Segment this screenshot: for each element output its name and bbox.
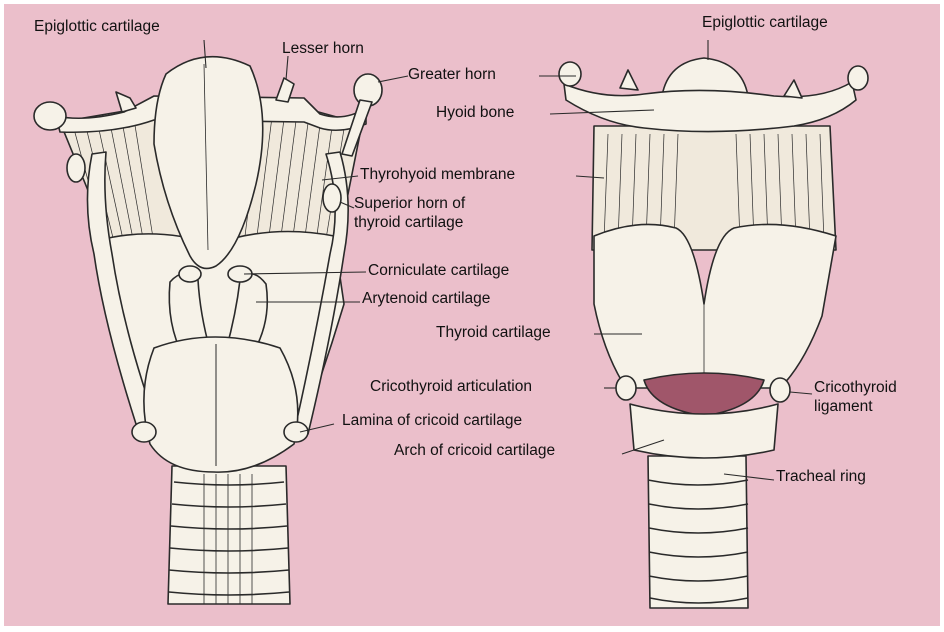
- anterior-greater-horn-left: [559, 62, 581, 86]
- label-thyrohyoid-membrane: Thyrohyoid membrane: [360, 166, 515, 184]
- label-arch-of-cricoid: Arch of cricoid cartilage: [394, 442, 555, 460]
- label-cricothyroid-ligament-line1: Cricothyroid: [814, 378, 897, 397]
- label-cricothyroid-ligament: Cricothyroid ligament: [814, 378, 897, 416]
- label-cricothyroid-ligament-line2: ligament: [814, 397, 897, 416]
- cricoid-lamina: [144, 337, 298, 472]
- cricothyroid-articulation-left: [616, 376, 636, 400]
- label-superior-horn-line1: Superior horn of: [354, 194, 465, 213]
- label-epiglottic-cartilage-posterior: Epiglottic cartilage: [34, 18, 160, 36]
- label-tracheal-ring: Tracheal ring: [776, 468, 866, 486]
- label-epiglottic-cartilage-anterior: Epiglottic cartilage: [702, 14, 828, 32]
- larynx-illustration: [4, 4, 940, 626]
- posterior-view: [34, 57, 382, 604]
- corniculate-left: [179, 266, 201, 282]
- label-cricothyroid-articulation: Cricothyroid articulation: [370, 378, 532, 396]
- anterior-view: [559, 58, 868, 608]
- label-superior-horn: Superior horn of thyroid cartilage: [354, 194, 465, 232]
- label-corniculate-cartilage: Corniculate cartilage: [368, 262, 509, 280]
- cricothyroid-ligament: [644, 373, 764, 416]
- anterior-trachea: [648, 456, 748, 608]
- label-lesser-horn: Lesser horn: [282, 40, 364, 58]
- label-superior-horn-line2: thyroid cartilage: [354, 213, 465, 232]
- anterior-greater-horn-right: [848, 66, 868, 90]
- label-greater-horn: Greater horn: [408, 66, 496, 84]
- cricothyroid-articulation-right: [770, 378, 790, 402]
- label-thyroid-cartilage: Thyroid cartilage: [436, 324, 551, 342]
- posterior-lesser-horn-left: [116, 92, 136, 112]
- label-lamina-of-cricoid: Lamina of cricoid cartilage: [342, 412, 522, 430]
- posterior-greater-horn-left: [34, 102, 66, 130]
- larynx-figure: Epiglottic cartilage Lesser horn Greater…: [4, 4, 940, 626]
- label-arytenoid-cartilage: Arytenoid cartilage: [362, 290, 490, 308]
- posterior-trachea: [168, 466, 290, 604]
- label-hyoid-bone: Hyoid bone: [436, 104, 514, 122]
